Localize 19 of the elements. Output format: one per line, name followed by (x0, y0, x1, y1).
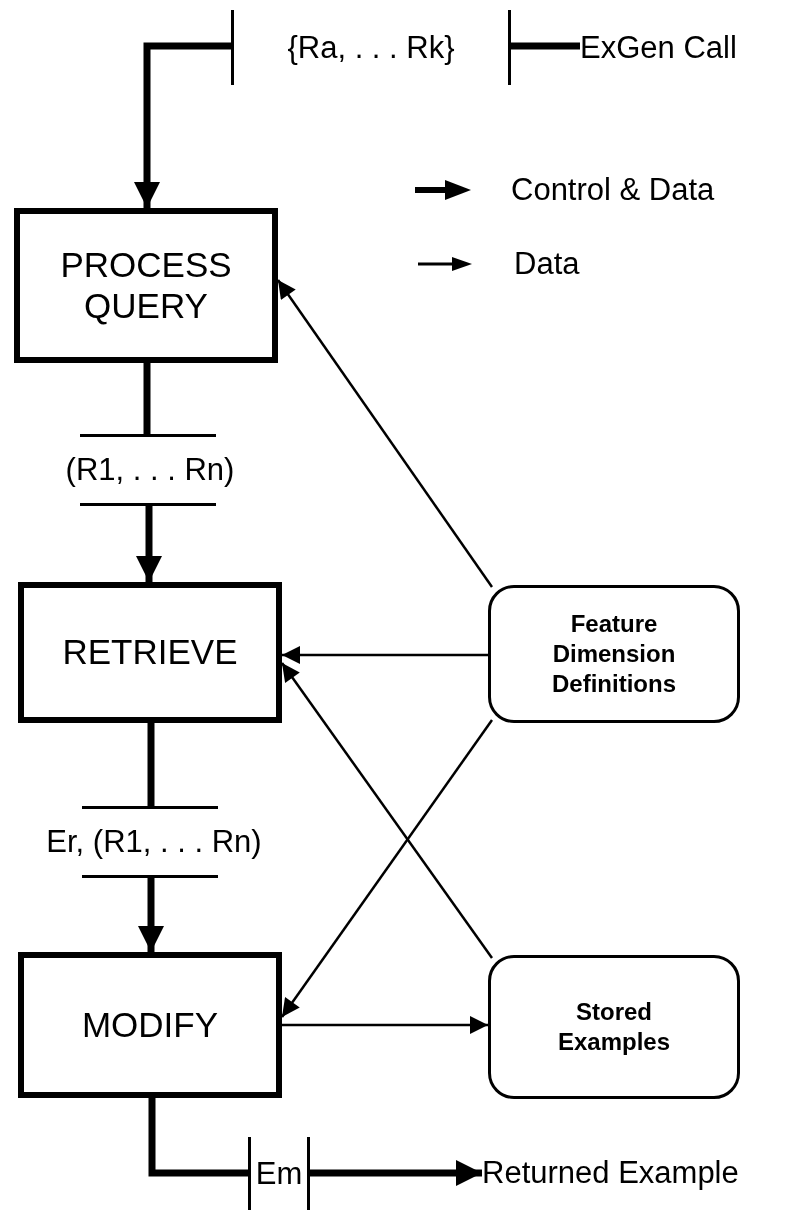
data-flow-label: Em (248, 1137, 310, 1210)
arrow (134, 42, 231, 208)
output-label: Returned Example (482, 1150, 800, 1196)
legend-label: Control & Data (511, 172, 715, 208)
process-box: MODIFY (18, 952, 282, 1098)
data-store-box: Feature Dimension Definitions (488, 585, 740, 723)
legend-label: Data (514, 246, 580, 282)
data-store-box: Stored Examples (488, 955, 740, 1099)
arrow (281, 662, 493, 959)
process-box: RETRIEVE (18, 582, 282, 723)
arrow (276, 279, 494, 588)
arrow (280, 719, 494, 1018)
data-flow-label: {Ra, . . . Rk} (231, 10, 511, 85)
arrow (282, 646, 488, 664)
arrow (282, 1016, 488, 1034)
process-box: PROCESS QUERY (14, 208, 278, 363)
data-flow-label: (R1, . . . Rn) (40, 434, 260, 506)
call-label: ExGen Call (580, 26, 790, 70)
data-flow-label: Er, (R1, . . . Rn) (12, 806, 296, 878)
